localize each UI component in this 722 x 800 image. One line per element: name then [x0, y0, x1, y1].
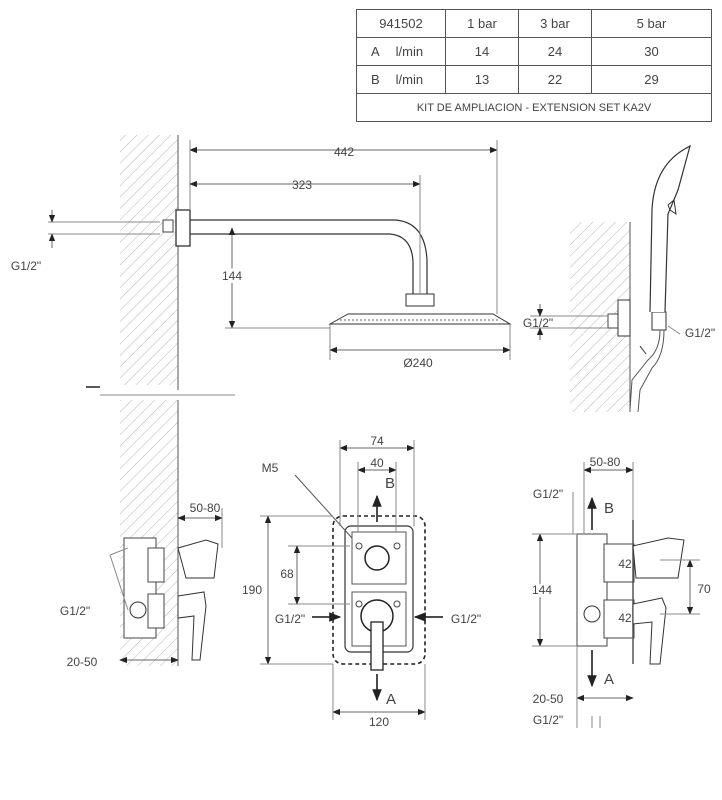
dim-323: 323 [292, 178, 312, 192]
row-unit: l/min [395, 72, 424, 87]
dim-144-top: 144 [222, 269, 242, 283]
table-header-model: 941502 [356, 9, 446, 38]
dim-42-top: 42 [618, 557, 632, 571]
label-g12-left: G1/2" [60, 604, 90, 618]
dim-74: 74 [370, 434, 384, 448]
dim-190: 190 [242, 583, 262, 597]
dim-50-80-right: 50-80 [590, 455, 621, 469]
dim-40: 40 [370, 456, 384, 470]
dim-442: 442 [334, 145, 354, 159]
shower-head [328, 313, 512, 325]
flow-label-a: A [386, 691, 396, 708]
label-m5: M5 [262, 461, 279, 475]
dim-20-50-right: 20-50 [533, 692, 564, 706]
flow-label-a-right: A [604, 671, 614, 688]
valve-section-view [532, 462, 700, 728]
dim-20-50-left: 20-50 [67, 655, 98, 669]
label-g12-front-right: G1/2" [451, 612, 481, 626]
table-header-1bar: 1 bar [445, 9, 519, 38]
label-g12-right-top: G1/2" [533, 487, 563, 501]
shower-holder [651, 311, 667, 331]
dim-70: 70 [697, 582, 711, 596]
flow-label-b: B [385, 475, 395, 492]
dim-68: 68 [280, 567, 294, 581]
dim-120: 120 [369, 715, 389, 729]
flow-label-b-right: B [604, 500, 614, 517]
dim-42-bottom: 42 [618, 611, 632, 625]
hand-shower [649, 144, 691, 313]
table-footer: KIT DE AMPLIACION - EXTENSION SET KA2V [356, 93, 712, 122]
table-footer-row: KIT DE AMPLIACION - EXTENSION SET KA2V [356, 93, 712, 122]
row-unit: l/min [395, 44, 424, 59]
wall-flange [175, 209, 191, 247]
arm-connector [405, 293, 435, 307]
dim-50-80-left: 50-80 [190, 501, 221, 515]
overhead-shower-view [48, 135, 512, 396]
valve-front-view [260, 440, 443, 720]
wall-hatch-top [120, 135, 178, 385]
row-letter: A [371, 44, 380, 59]
valve-side-view [109, 400, 223, 666]
table-cell: 14 [445, 37, 519, 66]
label-g12-right-bottom: G1/2" [533, 713, 563, 727]
table-cell: 29 [591, 65, 712, 94]
label-g12-hand-left: G1/2" [523, 316, 553, 330]
row-letter: B [371, 72, 380, 87]
dim-144-right: 144 [532, 583, 552, 597]
table-cell: 30 [591, 37, 712, 66]
label-g12-hand-right: G1/2" [685, 326, 715, 340]
inlet-circle [129, 601, 147, 619]
table-cell: 13 [445, 65, 519, 94]
table-header-5bar: 5 bar [591, 9, 712, 38]
label-g12-top: G1/2" [11, 259, 41, 273]
dim-diameter-240: Ø240 [403, 356, 433, 370]
table-cell: 24 [518, 37, 592, 66]
hand-shower-view [530, 144, 691, 413]
table-header-row: 941502 1 bar 3 bar 5 bar [356, 9, 712, 38]
label-g12-front-left: G1/2" [275, 612, 305, 626]
